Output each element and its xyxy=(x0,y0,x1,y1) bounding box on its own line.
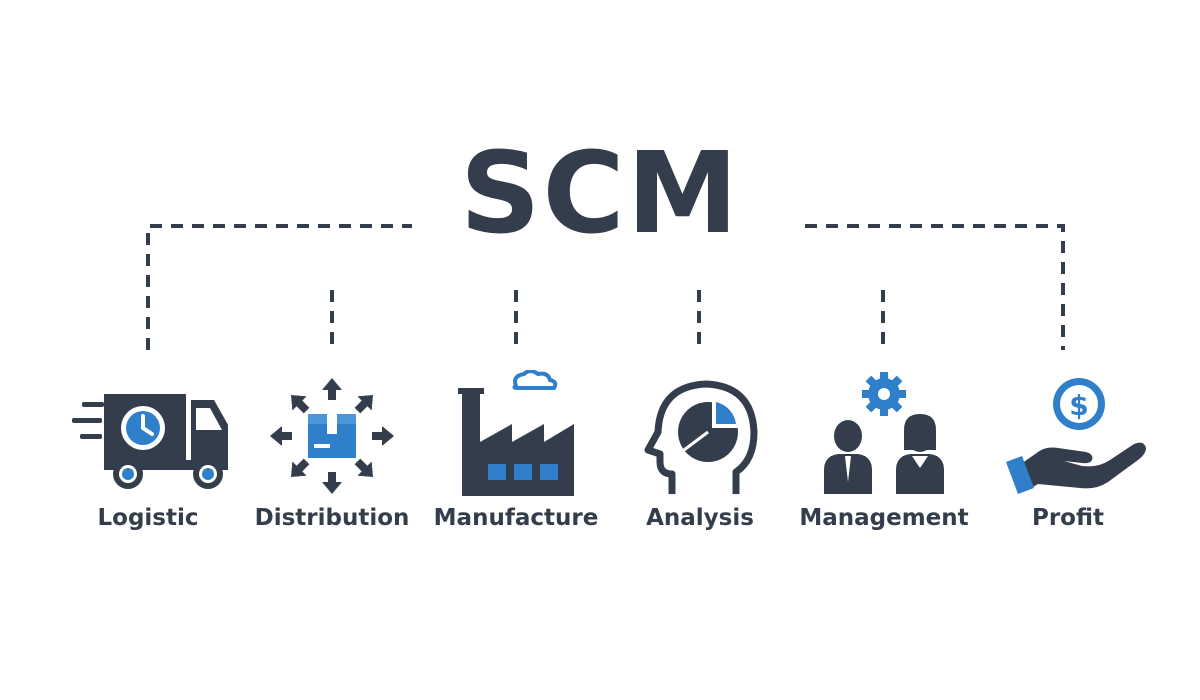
item-label: Analysis xyxy=(646,505,754,531)
item-label: Logistic xyxy=(97,505,199,531)
item-profit: $ Profit xyxy=(973,360,1163,550)
item-management: Management xyxy=(789,360,979,550)
item-distribution: Distribution xyxy=(237,360,427,550)
item-logistic: Logistic xyxy=(53,360,243,550)
factory-icon xyxy=(458,370,574,496)
item-label: Management xyxy=(799,505,969,531)
connector-right xyxy=(805,224,1065,350)
item-label: Profit xyxy=(1031,505,1105,531)
hand-dollar-coin-icon: $ xyxy=(1006,378,1146,494)
team-gear-icon xyxy=(824,372,944,494)
page-title: SCM xyxy=(459,129,741,259)
head-pie-chart-icon xyxy=(644,380,758,494)
item-label: Distribution xyxy=(254,505,410,531)
connector-left xyxy=(146,224,412,350)
delivery-truck-clock-icon xyxy=(72,394,228,489)
package-distribution-arrows-icon xyxy=(270,378,394,494)
svg-text:$: $ xyxy=(1069,389,1088,422)
item-analysis: Analysis xyxy=(605,360,795,550)
item-manufacture: Manufacture xyxy=(421,360,611,550)
item-label: Manufacture xyxy=(433,505,599,531)
